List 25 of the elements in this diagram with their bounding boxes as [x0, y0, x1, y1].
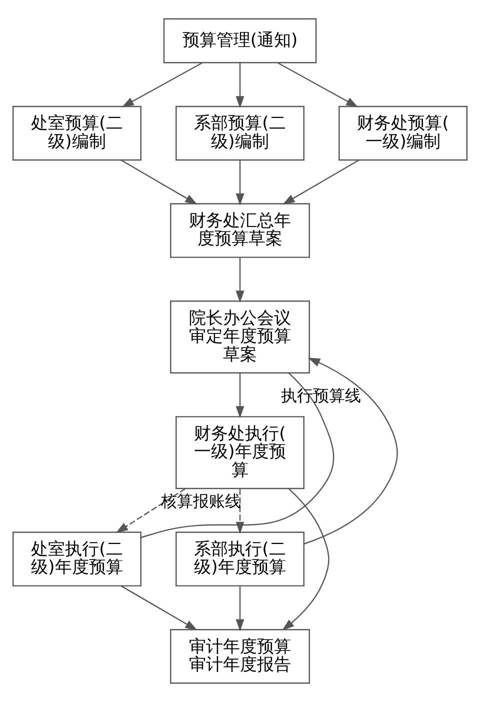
arrow — [236, 62, 244, 108]
node-box: 处室预算(二级)编制 — [12, 105, 142, 160]
node-box: 系部执行(二级)年度预算 — [176, 531, 304, 586]
edge-label: 核算报账线 — [161, 491, 242, 510]
arrow — [120, 584, 198, 630]
node-box: 系部预算(二级)编制 — [176, 105, 304, 160]
arrow — [122, 62, 202, 107]
connector — [140, 372, 334, 538]
arrow — [236, 372, 244, 418]
arrow — [236, 160, 244, 206]
node-box: 处室执行(二级)年度预算 — [12, 531, 142, 586]
node-box: 审计年度预算 审计年度报告 — [170, 628, 310, 684]
arrow — [282, 488, 330, 630]
arrow — [236, 256, 244, 302]
node-box: 财务处执行(一级)年度预算 — [176, 416, 304, 489]
node-box: 财务处汇总年度预算草案 — [170, 202, 310, 258]
arrow — [278, 62, 358, 107]
node-box: 财务处预算(一级)编制 — [338, 105, 468, 160]
arrow — [116, 488, 186, 533]
arrow — [282, 159, 360, 204]
node-box: 院长办公会议审定年度预算草案 — [170, 300, 310, 373]
arrow — [304, 357, 398, 544]
arrow — [236, 586, 244, 631]
node-box: 预算管理(通知) — [163, 18, 317, 63]
arrow — [120, 159, 198, 204]
